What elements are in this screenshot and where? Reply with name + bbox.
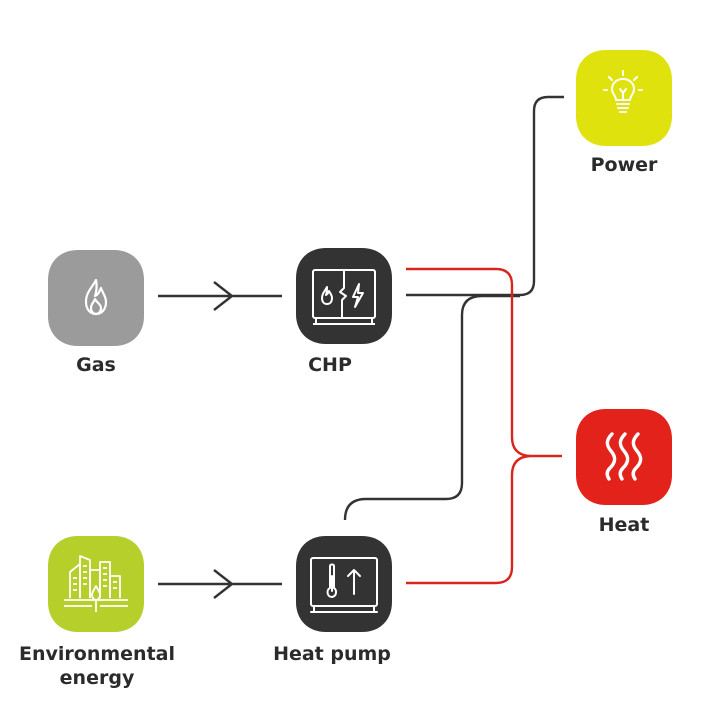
heat-waves-icon xyxy=(605,432,643,481)
connector-heatpump-power xyxy=(343,294,520,521)
heat-pump-label: Heat pump xyxy=(273,643,391,665)
environmental-energy-node xyxy=(48,536,144,632)
heat-node xyxy=(576,409,672,505)
connector-env-heatpump xyxy=(158,569,282,599)
chp-node xyxy=(296,248,392,344)
environmental-energy-label: Environmental energy xyxy=(19,643,175,689)
lightbulb-icon xyxy=(603,70,643,113)
heat-pump-icon xyxy=(310,557,378,613)
connector-chp-heat xyxy=(406,267,562,458)
city-environment-icon xyxy=(64,555,128,612)
connector-heatpump-heat xyxy=(406,454,531,585)
heat-label: Heat xyxy=(598,514,650,536)
heat-pump-node xyxy=(296,536,392,632)
gas-label: Gas xyxy=(76,354,116,376)
power-label: Power xyxy=(590,154,658,176)
power-node xyxy=(576,50,672,146)
gas-node xyxy=(48,250,144,346)
connector-chp-power xyxy=(406,95,564,297)
connector-gas-chp xyxy=(158,281,282,311)
chp-unit-icon xyxy=(312,269,376,325)
chp-label: CHP xyxy=(308,354,352,376)
flame-icon xyxy=(84,278,108,316)
